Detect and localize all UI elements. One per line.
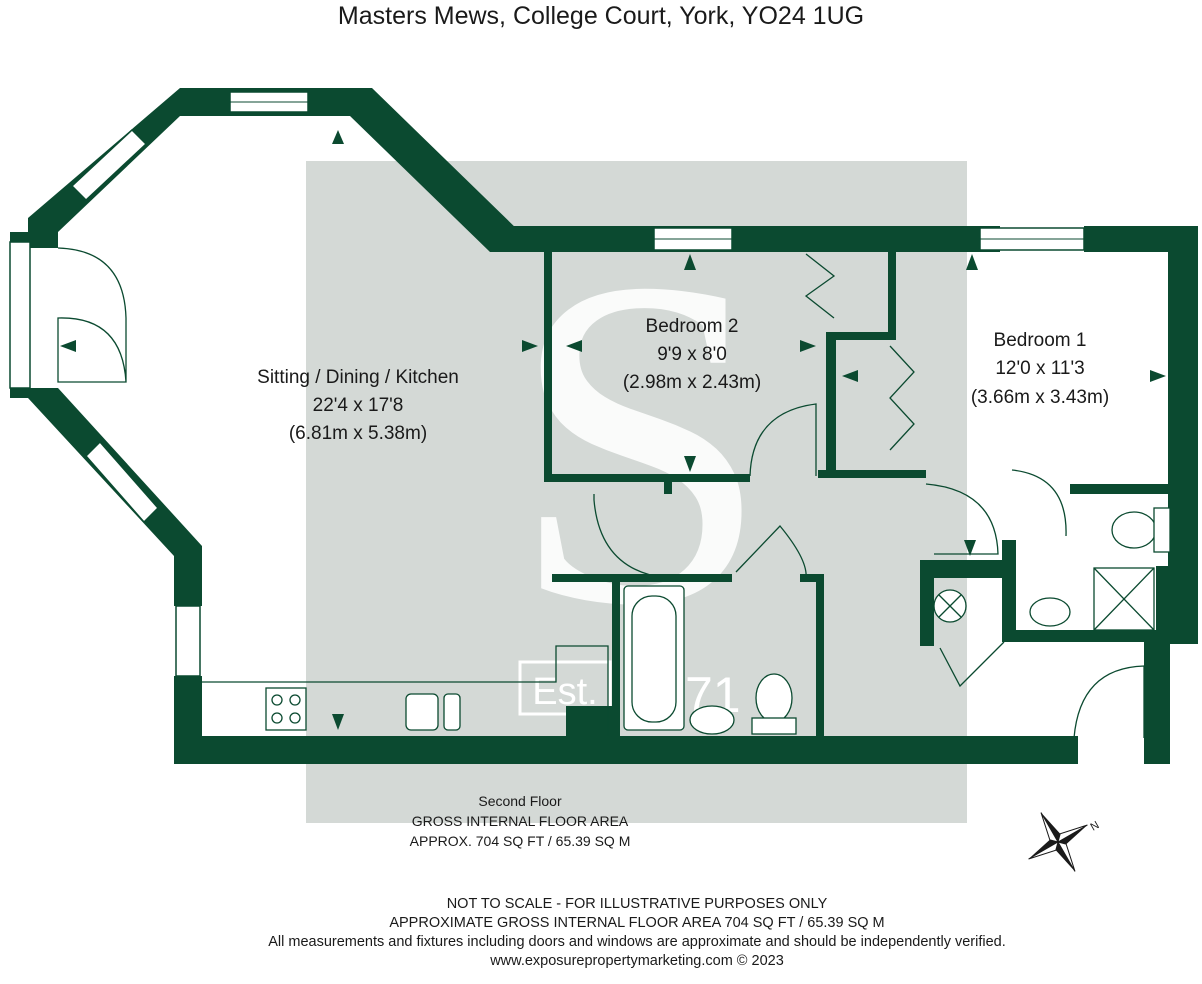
window-left-lower [175,605,201,677]
wall-bottom [174,736,1078,764]
room-name-bedroom2: Bedroom 2 [646,316,739,337]
window-lower-diagonal [84,440,160,524]
wall-bedroom2-stub [664,474,672,494]
floor-area-info: Second Floor GROSS INTERNAL FLOOR AREA A… [340,791,700,851]
wall-ensuite-left [1002,540,1016,640]
room-metric-bedroom1: (3.66m x 3.43m) [971,387,1109,408]
door-entrance [1073,665,1145,739]
property-address: Masters Mews, College Court, York, YO24 … [337,2,865,30]
wall-ensuite-top [1070,484,1170,494]
website-copyright: www.exposurepropertymarketing.com © 2023 [490,953,784,969]
room-imperial-bedroom1: 12'0 x 11'3 [995,358,1084,379]
door-wardrobe-a [804,253,836,319]
floor-area-label: GROSS INTERNAL FLOOR AREA [411,813,629,829]
wall-wardrobe-divider [888,250,896,338]
room-imperial-sitting: 22'4 x 17'8 [313,395,404,416]
wall-right-upper [1168,226,1198,644]
wall-top-middle [490,226,1000,252]
wall-left-cap-top [10,232,30,242]
room-name-bedroom1: Bedroom 1 [994,330,1087,351]
door-bedroom1 [925,483,999,555]
wall-bathroom-top [552,574,732,582]
bath [623,585,685,731]
room-metric-sitting: (6.81m x 5.38m) [289,423,427,444]
fixtures [202,507,1171,736]
room-imperial-bedroom2: 9'9 x 8'0 [657,344,727,365]
toilet [755,673,793,723]
wall-top-left [180,88,520,252]
disclaimer-line-2: APPROXIMATE GROSS INTERNAL FLOOR AREA 70… [389,915,885,931]
floor-area-value: APPROX. 704 SQ FT / 65.39 SQ M [409,833,631,849]
disclaimer-line-1: NOT TO SCALE - FOR ILLUSTRATIVE PURPOSES… [446,896,828,912]
floor-level: Second Floor [478,793,562,809]
room-label-sitting: Sitting / Dining / Kitchen 22'4 x 17'8 (… [257,367,459,444]
wall-wardrobe-bottom [818,470,926,478]
door-cupboard [939,641,1005,688]
room-name-sitting: Sitting / Dining / Kitchen [257,367,459,388]
wall-cupboard-left [920,560,934,646]
door-french-left [57,247,127,383]
hob [265,687,307,731]
wall-cupboard-top [920,560,1010,578]
compass-icon [1028,812,1088,872]
interior-walls [544,250,1172,738]
window-left-doors [9,241,31,389]
sink-small [443,693,461,731]
wall-left-cap-bottom [10,388,30,398]
room-label-bedroom1: Bedroom 1 12'0 x 11'3 (3.66m x 3.43m) [971,330,1109,408]
door-bedroom2-hall [749,403,817,477]
wall-wardrobe-left [826,332,836,476]
windows [9,91,1085,677]
wall-right-lower [1144,640,1170,764]
basin [689,705,735,735]
door-bedroom2 [593,494,667,579]
disclaimer: NOT TO SCALE - FOR ILLUSTRATIVE PURPOSES… [0,895,1202,971]
wall-bedroom2-left [544,250,552,480]
measurement-arrows [60,130,1166,730]
wall-bottom-step [566,706,620,764]
wall-ensuite-bottom [1002,630,1172,642]
room-metric-bedroom2: (2.98m x 2.43m) [623,372,761,393]
disclaimer-line-3: All measurements and fixtures including … [268,934,1006,950]
door-ensuite [1011,469,1067,537]
sink-large [405,693,439,731]
door-wardrobe-b [889,345,915,451]
ensuite-toilet [1111,511,1157,549]
wall-bathroom-right [816,574,824,738]
watermark-est-box [518,660,612,716]
wall-lower-diagonal [28,388,202,606]
door-bathroom [735,525,807,579]
window-upper-diagonal [70,128,148,202]
wall-bathroom-left [612,574,620,738]
compass-north-label: N [1089,819,1102,833]
wall-wardrobe-top [826,332,896,340]
wall-bedroom2-bottom [544,474,750,482]
doors [57,247,1145,739]
room-label-bedroom2: Bedroom 2 9'9 x 8'0 (2.98m x 2.43m) [623,316,761,393]
wall-ensuite-right [1156,566,1170,642]
wall-bathroom-top-right [800,574,824,582]
ensuite-basin [1029,597,1071,627]
